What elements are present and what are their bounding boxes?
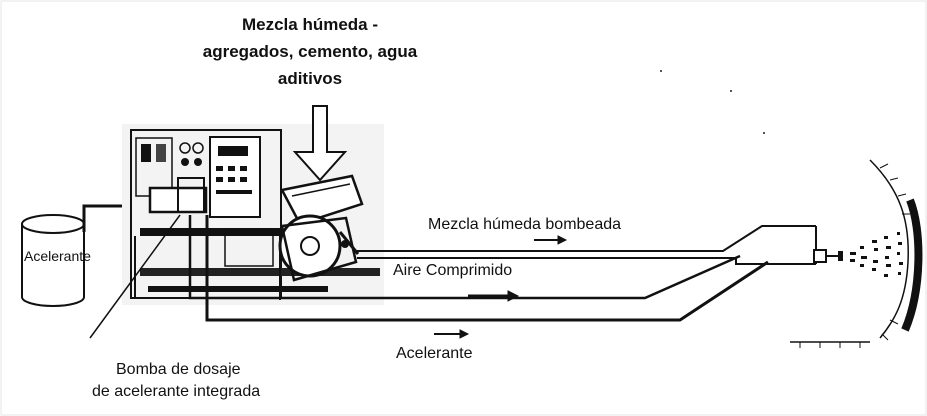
tank-label: Acelerante xyxy=(24,248,91,264)
compressed-air-label: Aire Comprimido xyxy=(393,262,513,279)
pump-leader-line xyxy=(89,214,181,339)
mix-input-arrow xyxy=(292,105,348,182)
accelerant-line-label: Acelerante xyxy=(396,345,473,362)
tunnel-wall xyxy=(790,159,923,348)
mix-title-line-3: aditivos xyxy=(277,69,343,88)
spray-nozzle xyxy=(813,249,843,263)
accelerant-tank xyxy=(21,214,85,307)
spray-pattern xyxy=(850,232,903,277)
compressed-air-line xyxy=(188,215,741,300)
accelerant-line xyxy=(205,215,769,322)
pump-label-line-2: de acelerante integrada xyxy=(92,383,261,400)
hopper xyxy=(280,174,364,226)
mix-title-line-2: agregados, cemento, agua xyxy=(202,42,418,61)
flow-arrows xyxy=(434,235,568,339)
pumped-mix-label: Mezcla húmeda bombeada xyxy=(428,216,622,233)
pump-label-line-1: Bomba de dosaje xyxy=(116,361,241,378)
mix-title-line-1: Mezcla húmeda - xyxy=(241,15,379,34)
stray-dots xyxy=(660,70,765,134)
